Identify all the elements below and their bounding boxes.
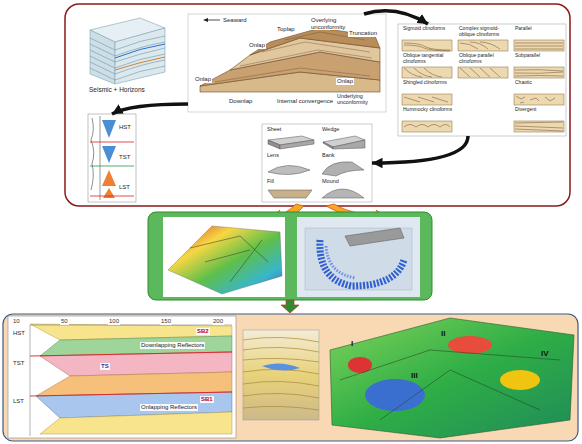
chart-label: TS	[100, 363, 110, 370]
flow-arrow	[364, 11, 428, 24]
zone-number: III	[410, 372, 419, 381]
node-label: Sigmoid clinoforms	[402, 26, 446, 32]
flow-arrow	[112, 104, 188, 114]
node-label: Oblique parallel clinoforms	[458, 53, 512, 64]
node-label: Divergent	[514, 107, 537, 113]
node-label: Shingled clinoforms	[402, 80, 448, 86]
clinoform-grid: Sigmoid clinoforms Complex sigmoid-obliqu…	[398, 24, 566, 136]
chart-label: Downlapping Reflectors	[140, 342, 205, 349]
node-label: Subparallel	[514, 53, 541, 59]
node-label: Underlying unconformity	[336, 94, 384, 106]
axis-tick: 200	[212, 318, 224, 325]
node-label: Downlap	[228, 98, 253, 105]
node-label: Wedge	[321, 126, 340, 132]
chart-label: TST	[12, 360, 25, 367]
node-label: TST	[118, 154, 131, 161]
chart-label: SB1	[200, 396, 214, 403]
node-label: Toplap	[276, 26, 296, 33]
axis-tick: 10	[12, 318, 21, 325]
node-label: Truncation	[348, 30, 378, 37]
node-label: Seaward	[222, 17, 248, 24]
zone-number: IV	[540, 350, 550, 359]
node-label: Mound	[321, 178, 340, 184]
sequence-chart: HST TST LST	[88, 114, 136, 202]
node-label: Hummocky clinoforms	[402, 107, 453, 113]
node-label: Bank	[321, 152, 336, 158]
flow-arrow	[372, 136, 468, 163]
termination-diagram: SeawardToplap Overlying unconformityTrunc…	[188, 14, 386, 112]
zone-number: I	[350, 340, 354, 349]
node-label: Overlying unconformity	[310, 17, 352, 30]
node-label: Complex sigmoid-oblique clinoforms	[458, 26, 512, 37]
node-label: HST	[118, 124, 132, 131]
geometry-box: Sheet WedgeLens BankFill Mound	[262, 124, 372, 202]
axis-tick: 100	[108, 318, 120, 325]
node-label: Parallel	[514, 26, 533, 32]
chart-label: SB2	[196, 328, 210, 335]
node-label: Fill	[266, 178, 275, 184]
node-label: Internal convergence	[276, 98, 334, 105]
chart-label: LST	[12, 398, 25, 405]
axis-tick: 50	[60, 318, 69, 325]
zone-number: II	[440, 330, 446, 339]
seismic-image: Seismic + Horizons	[85, 14, 170, 100]
axis-tick: 150	[160, 318, 172, 325]
node-label: Oblique tangential clinoforms	[402, 53, 456, 64]
node-label: Seismic + Horizons	[88, 86, 146, 93]
node-label: Lens	[266, 152, 280, 158]
node-label: LST	[118, 184, 131, 191]
node-label: Onlap	[336, 78, 354, 85]
node-label: Chaotic	[514, 80, 533, 86]
node-label: Sheet	[266, 126, 282, 132]
chart-label: HST	[12, 330, 26, 337]
node-label: Onlap	[194, 76, 212, 83]
node-label: Onlap	[248, 42, 266, 49]
chart-label: Onlapping Reflectors	[140, 404, 198, 411]
